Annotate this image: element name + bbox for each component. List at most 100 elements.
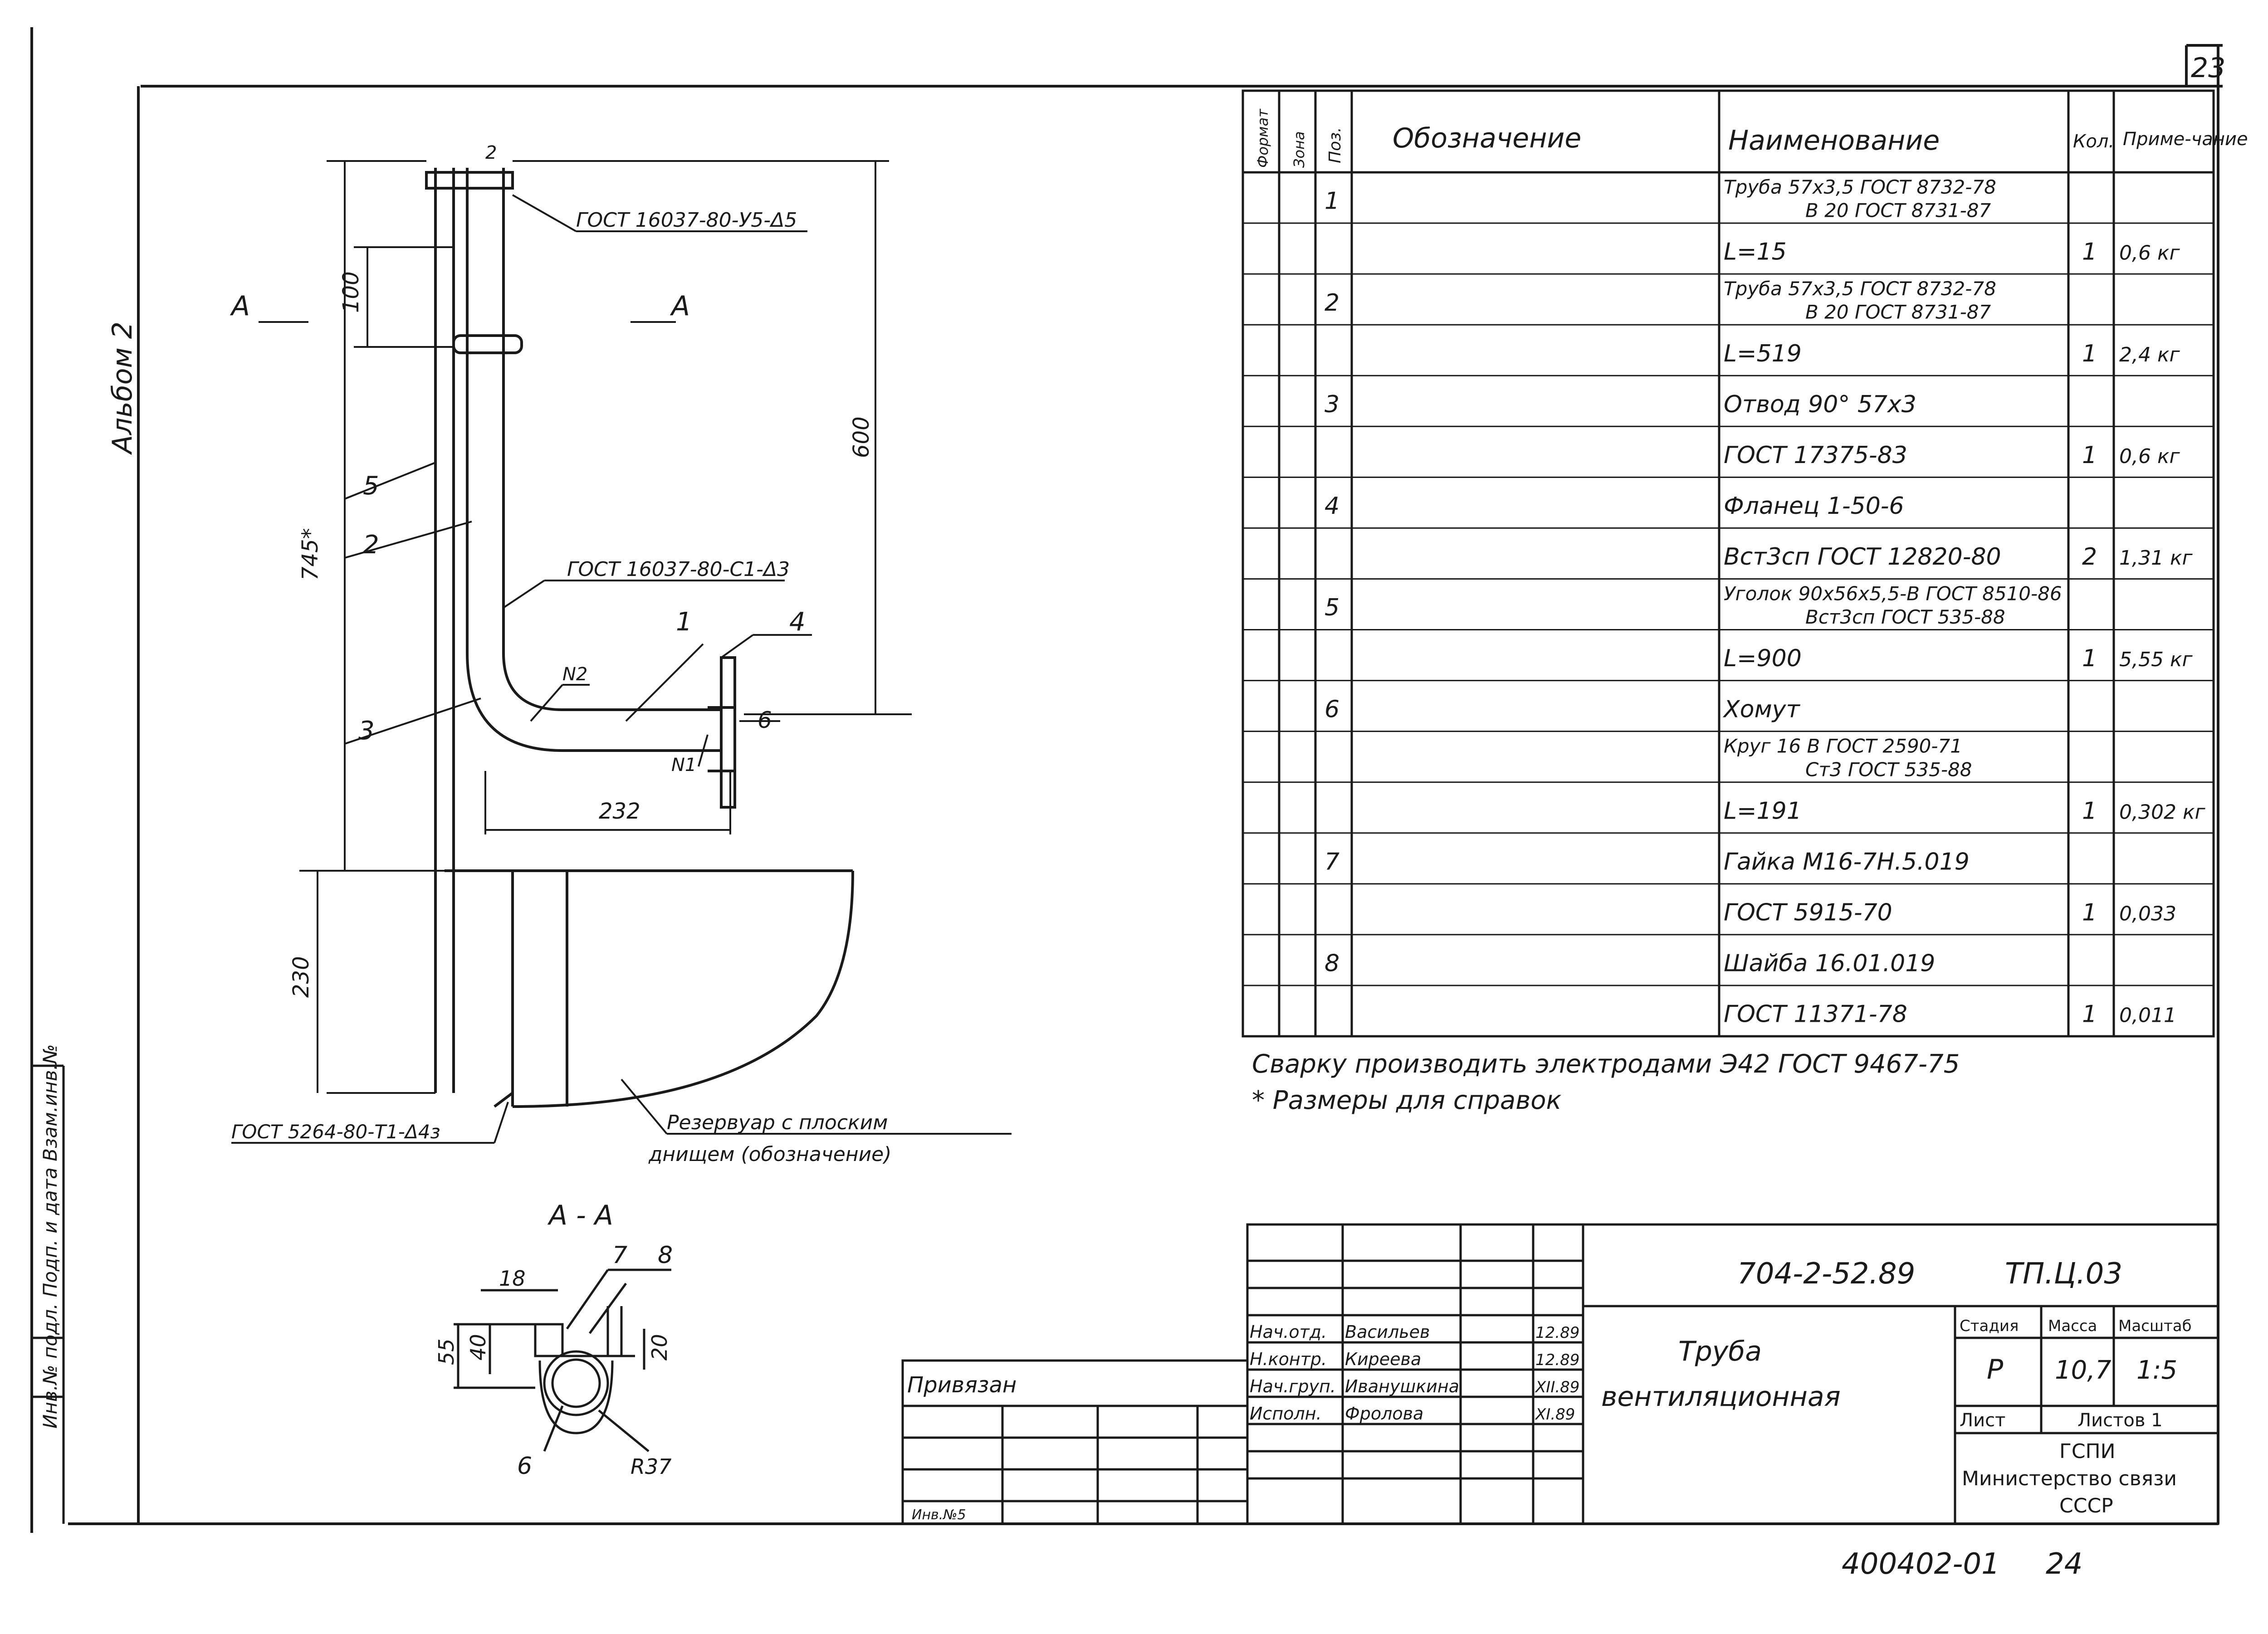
org-3: СССР bbox=[2059, 1494, 2113, 1517]
spec-name: Вст3сп ГОСТ 12820-80 bbox=[1724, 543, 2001, 571]
hdr-name: Наименование bbox=[1728, 125, 1940, 156]
spec-note: 0,6 кг bbox=[2119, 445, 2180, 468]
spec-table-rows bbox=[1243, 222, 2214, 986]
dim-100: 100 bbox=[338, 271, 364, 313]
weld-bottom-label: ГОСТ 5264-80-Т1-Δ4з bbox=[231, 1121, 440, 1143]
spec-qty: 1 bbox=[2082, 797, 2097, 824]
sec-pos-6: 6 bbox=[517, 1453, 532, 1480]
bottom-code: 400402-01 bbox=[1842, 1547, 2000, 1581]
dim-600: 600 bbox=[849, 416, 874, 458]
corner-number: 23 bbox=[2191, 52, 2225, 84]
leader-2: 2 bbox=[363, 530, 379, 560]
hdr-zone: Зона bbox=[1290, 131, 1308, 168]
sec-pos-7: 7 bbox=[612, 1242, 627, 1269]
hdr-qty: Кол. bbox=[2073, 131, 2114, 152]
sidebar-stamp-text: Инв.№ подл. Подп. и дата Взам.инв.№ bbox=[39, 1044, 61, 1429]
weld-n1: N1 bbox=[671, 755, 696, 776]
org-2: Министерство связи bbox=[1962, 1467, 2177, 1490]
spec-qty: 1 bbox=[2082, 899, 2097, 927]
person-0-date: 12.89 bbox=[1535, 1324, 1579, 1342]
dim-745: 745* bbox=[298, 528, 323, 580]
spec-pos: 7 bbox=[1325, 848, 1339, 875]
dimension-lines bbox=[259, 160, 912, 1094]
person-2-name: Иванушкина bbox=[1345, 1376, 1459, 1396]
person-3-role: Исполн. bbox=[1250, 1404, 1322, 1424]
spec-name: L=519 bbox=[1724, 340, 1802, 367]
spec-pos: 4 bbox=[1325, 493, 1339, 520]
spec-name: Круг 16 В ГОСТ 2590-71 bbox=[1724, 735, 1962, 757]
sec-dim-40: 40 bbox=[466, 1334, 490, 1361]
person-1-role: Н.контр. bbox=[1250, 1349, 1327, 1369]
weld-n2: N2 bbox=[562, 664, 587, 685]
sec-pos-8: 8 bbox=[658, 1242, 673, 1269]
sec-dim-18: 18 bbox=[499, 1266, 526, 1291]
sheets-label: Листов 1 bbox=[2077, 1410, 2163, 1431]
sec-r37: R37 bbox=[631, 1454, 672, 1479]
reservoir-note-2: днищем (обозначение) bbox=[648, 1143, 891, 1166]
spec-pos: 8 bbox=[1325, 950, 1339, 977]
spec-name: Хомут bbox=[1722, 696, 1800, 723]
leader-1: 1 bbox=[676, 607, 692, 637]
stage-label: Стадия bbox=[1960, 1317, 2019, 1335]
person-0-role: Нач.отд. bbox=[1250, 1322, 1327, 1342]
spec-name: ГОСТ 17375-83 bbox=[1724, 442, 1907, 469]
org-1: ГСПИ bbox=[2059, 1440, 2116, 1463]
section-aa-texts: 18 55 40 20 R37 6 7 8 bbox=[434, 1242, 673, 1480]
dim-232: 232 bbox=[599, 799, 640, 824]
privyazan-label: Привязан bbox=[907, 1372, 1017, 1398]
leader-lines bbox=[231, 194, 1012, 1144]
note-line-1: Сварку производить электродами Э42 ГОСТ … bbox=[1252, 1049, 1960, 1079]
spec-name: Уголок 90х56х5,5-В ГОСТ 8510-86 bbox=[1724, 583, 2062, 605]
section-title: А - А bbox=[547, 1200, 613, 1231]
sheet-code: ТП.Ц.03 bbox=[2005, 1257, 2122, 1291]
spec-name: Труба 57х3,5 ГОСТ 8732-78 bbox=[1724, 278, 1996, 300]
leader-5: 5 bbox=[363, 471, 379, 501]
person-2-role: Нач.груп. bbox=[1250, 1376, 1336, 1396]
title-block-texts: 704-2-52.89 ТП.Ц.03 Труба вентиляционная… bbox=[907, 1257, 2192, 1523]
spec-note: 2,4 кг bbox=[2119, 343, 2180, 366]
sidebar-stamp bbox=[32, 1064, 65, 1524]
spec-name-2: Вст3сп ГОСТ 535-88 bbox=[1805, 606, 2005, 628]
scale-value: 1:5 bbox=[2136, 1356, 2177, 1385]
spec-name: Труба 57х3,5 ГОСТ 8732-78 bbox=[1724, 176, 1996, 198]
weld-top-label: ГОСТ 16037-80-У5-Δ5 bbox=[576, 209, 797, 232]
hdr-designation: Обозначение bbox=[1393, 122, 1581, 154]
sec-dim-55: 55 bbox=[434, 1338, 459, 1365]
spec-pos: 3 bbox=[1325, 391, 1339, 418]
spec-qty: 1 bbox=[2082, 645, 2097, 672]
weld-mid-label: ГОСТ 16037-80-С1-Δ3 bbox=[567, 558, 790, 581]
spec-name: Отвод 90° 57х3 bbox=[1724, 391, 1916, 418]
leader-3: 3 bbox=[358, 716, 375, 746]
leader-6: 6 bbox=[758, 707, 772, 733]
hdr-format: Формат bbox=[1254, 108, 1271, 168]
doc-code: 704-2-52.89 bbox=[1737, 1257, 1915, 1291]
spec-name: L=900 bbox=[1724, 645, 1802, 672]
section-mark-right: А bbox=[670, 290, 690, 322]
spec-name: ГОСТ 11371-78 bbox=[1724, 1001, 1907, 1028]
person-1-name: Киреева bbox=[1345, 1349, 1421, 1369]
person-3-date: XI.89 bbox=[1535, 1405, 1575, 1424]
spec-note: 0,6 кг bbox=[2119, 242, 2180, 265]
spec-note: 0,033 bbox=[2119, 902, 2176, 926]
small-code: Инв.№5 bbox=[912, 1507, 966, 1523]
spec-note: 0,011 bbox=[2119, 1004, 2176, 1027]
leader-4: 4 bbox=[789, 607, 806, 637]
sec-dim-20: 20 bbox=[647, 1334, 672, 1361]
sheet-label: Лист bbox=[1960, 1410, 2005, 1431]
spec-qty: 1 bbox=[2082, 1001, 2097, 1028]
spec-qty: 1 bbox=[2082, 442, 2097, 469]
spec-row: ГОСТ 11371-78 1 0,011 bbox=[1724, 1001, 2176, 1028]
mass-label: Масса bbox=[2048, 1317, 2097, 1335]
scale-label: Масштаб bbox=[2118, 1317, 2192, 1335]
note-line-2: * Размеры для справок bbox=[1252, 1086, 1561, 1115]
spec-name: L=15 bbox=[1724, 239, 1787, 266]
